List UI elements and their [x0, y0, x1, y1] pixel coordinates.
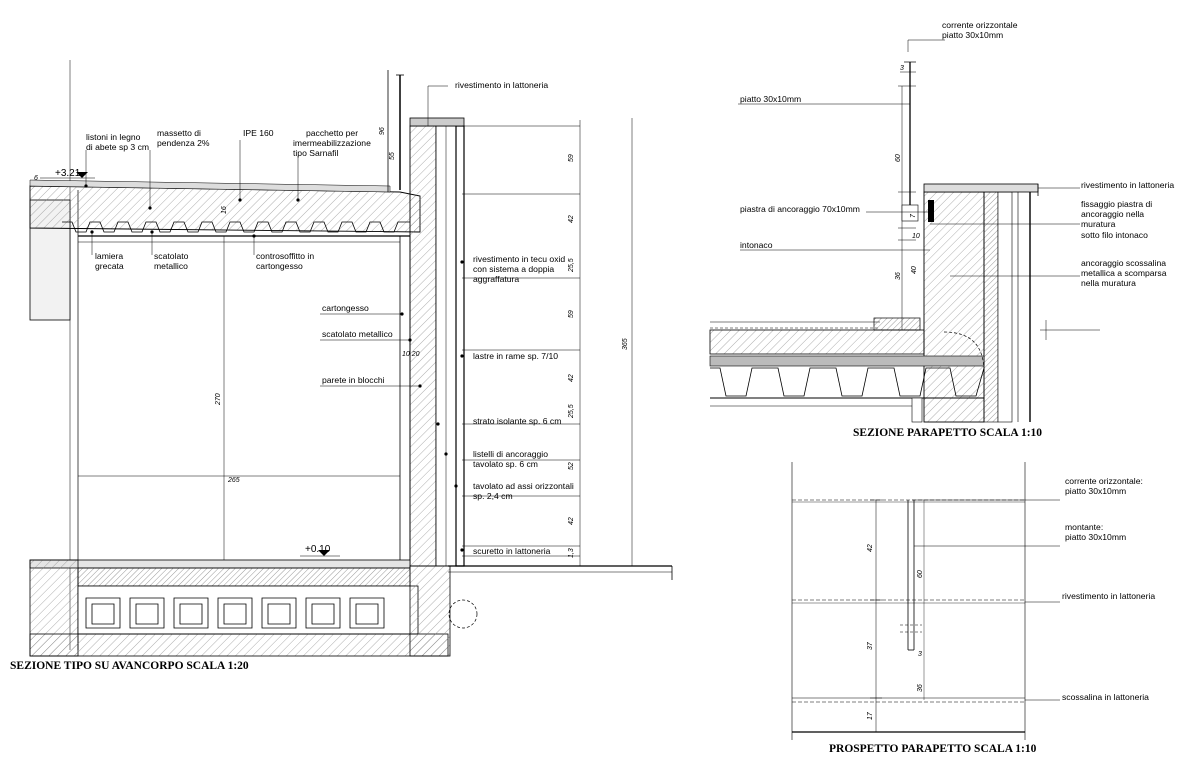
label-lastre: lastre in rame sp. 7/10 — [473, 351, 558, 361]
title-sezione-tipo: SEZIONE TIPO SU AVANCORPO SCALA 1:20 — [10, 660, 249, 672]
label-controsoffitto-2: cartongesso — [256, 261, 303, 271]
level-floor: +0.10 — [305, 544, 331, 555]
label-massetto-1: massetto di — [157, 128, 201, 138]
rb-label-rivestimento: rivestimento in lattoneria — [1062, 591, 1155, 601]
rb-label-corrente-1: corrente orizzontale: — [1065, 476, 1143, 486]
dim-255a: 25,5 — [568, 258, 575, 273]
dim-52: 52 — [568, 462, 575, 470]
rt-label-intonaco: intonaco — [740, 240, 773, 250]
label-parete-blocchi: parete in blocchi — [322, 375, 385, 385]
title-prospetto-parapetto: PROSPETTO PARAPETTO SCALA 1:10 — [829, 743, 1037, 755]
rt-dim-36: 36 — [895, 272, 902, 280]
label-lamiera-1: lamiera — [95, 251, 123, 261]
rb-label-montante-1: montante: — [1065, 522, 1103, 532]
dim-10-20: 10 20 — [402, 351, 420, 358]
rt-dim-7: 7 — [910, 213, 917, 218]
dim-42c: 42 — [568, 517, 575, 525]
dim-42b: 42 — [568, 374, 575, 382]
dim-255b: 25,5 — [568, 404, 575, 419]
label-pacchetto-2: imermeabilizzazione — [293, 138, 371, 148]
label-tecu-2: con sistema a doppia — [473, 264, 554, 274]
label-scatolato-2: metallico — [154, 261, 188, 271]
label-listoni-1: listoni in legno — [86, 132, 141, 142]
label-pacchetto-1: pacchetto per — [306, 128, 358, 138]
label-tavolato-1: tavolato ad assi orizzontali — [473, 481, 574, 491]
rt-label-ancoraggio-1: ancoraggio scossalina — [1081, 258, 1166, 268]
label-rivestimento-lattoneria: rivestimento in lattoneria — [455, 80, 548, 90]
dim-42a: 42 — [568, 215, 575, 223]
prospetto-parapetto-drawing — [791, 462, 1060, 740]
rt-label-fissaggio-2: ancoraggio nella — [1081, 209, 1144, 219]
dim-96: 96 — [379, 127, 386, 135]
dim-365: 365 — [622, 338, 629, 350]
rt-dim-40: 40 — [911, 266, 918, 274]
label-tavolato-2: sp. 2,4 cm — [473, 491, 513, 501]
label-strato: strato isolante sp. 6 cm — [473, 416, 561, 426]
label-scatolato-1: scatolato — [154, 251, 189, 261]
rb-label-montante-2: piatto 30x10mm — [1065, 532, 1126, 542]
title-sezione-parapetto: SEZIONE PARAPETTO SCALA 1:10 — [853, 427, 1042, 439]
dim-59a: 59 — [568, 154, 575, 162]
rt-label-ancoraggio-3: nella muratura — [1081, 278, 1136, 288]
dim-270: 270 — [215, 393, 222, 406]
rt-label-fissaggio-3: muratura — [1081, 219, 1116, 229]
label-controsoffitto-1: controsoffitto in — [256, 251, 314, 261]
sezione-parapetto-drawing — [709, 39, 1100, 423]
label-ipe: IPE 160 — [243, 128, 274, 138]
label-tecu-3: aggraffatura — [473, 274, 519, 284]
rb-dim-17: 17 — [867, 711, 874, 720]
dim-16: 16 — [221, 206, 228, 214]
rt-dim-3: 3 — [900, 65, 904, 72]
rt-dim-60: 60 — [895, 154, 902, 162]
label-scuretto: scuretto in lattoneria — [473, 546, 551, 556]
rt-label-piatto: piatto 30x10mm — [740, 94, 801, 104]
label-lamiera-2: grecata — [95, 261, 124, 271]
dim-13: 1,3 — [568, 548, 575, 558]
dim-6: 6 — [34, 175, 38, 182]
rt-label-fissaggio-1: fissaggio piastra di — [1081, 199, 1152, 209]
label-scatolato-metallico: scatolato metallico — [322, 329, 393, 339]
rb-dim-42: 42 — [867, 544, 874, 552]
label-tecu-1: rivestimento in tecu oxid — [473, 254, 565, 264]
label-listelli-2: tavolato sp. 6 cm — [473, 459, 538, 469]
rt-label-fissaggio-4: sotto filo intonaco — [1081, 230, 1148, 240]
label-pacchetto-3: tipo Sarnafil — [293, 148, 338, 158]
dim-55: 55 — [389, 152, 396, 160]
rt-label-corrente-1: corrente orizzontale — [942, 20, 1018, 30]
rb-label-corrente-2: piatto 30x10mm — [1065, 486, 1126, 496]
rt-label-piastra: piastra di ancoraggio 70x10mm — [740, 204, 860, 214]
dim-59b: 59 — [568, 310, 575, 318]
label-massetto-2: pendenza 2% — [157, 138, 210, 148]
rb-label-scossalina: scossalina in lattoneria — [1062, 692, 1149, 702]
rb-dim-3: 3 — [918, 651, 922, 658]
rt-label-rivestimento: rivestimento in lattoneria — [1081, 180, 1174, 190]
rb-dim-60: 60 — [917, 570, 924, 578]
rb-dim-37: 37 — [867, 641, 874, 650]
dim-265: 265 — [227, 477, 240, 484]
level-top: +3.21 — [55, 168, 81, 179]
rt-label-corrente-2: piatto 30x10mm — [942, 30, 1003, 40]
label-listoni-2: di abete sp 3 cm — [86, 142, 149, 152]
rt-dim-10: 10 — [912, 233, 920, 240]
rb-dim-36: 36 — [917, 684, 924, 692]
rt-label-ancoraggio-2: metallica a scomparsa — [1081, 268, 1167, 278]
label-cartongesso: cartongesso — [322, 303, 369, 313]
label-listelli-1: listelli di ancoraggio — [473, 449, 548, 459]
sezione-tipo-drawing — [29, 60, 673, 657]
